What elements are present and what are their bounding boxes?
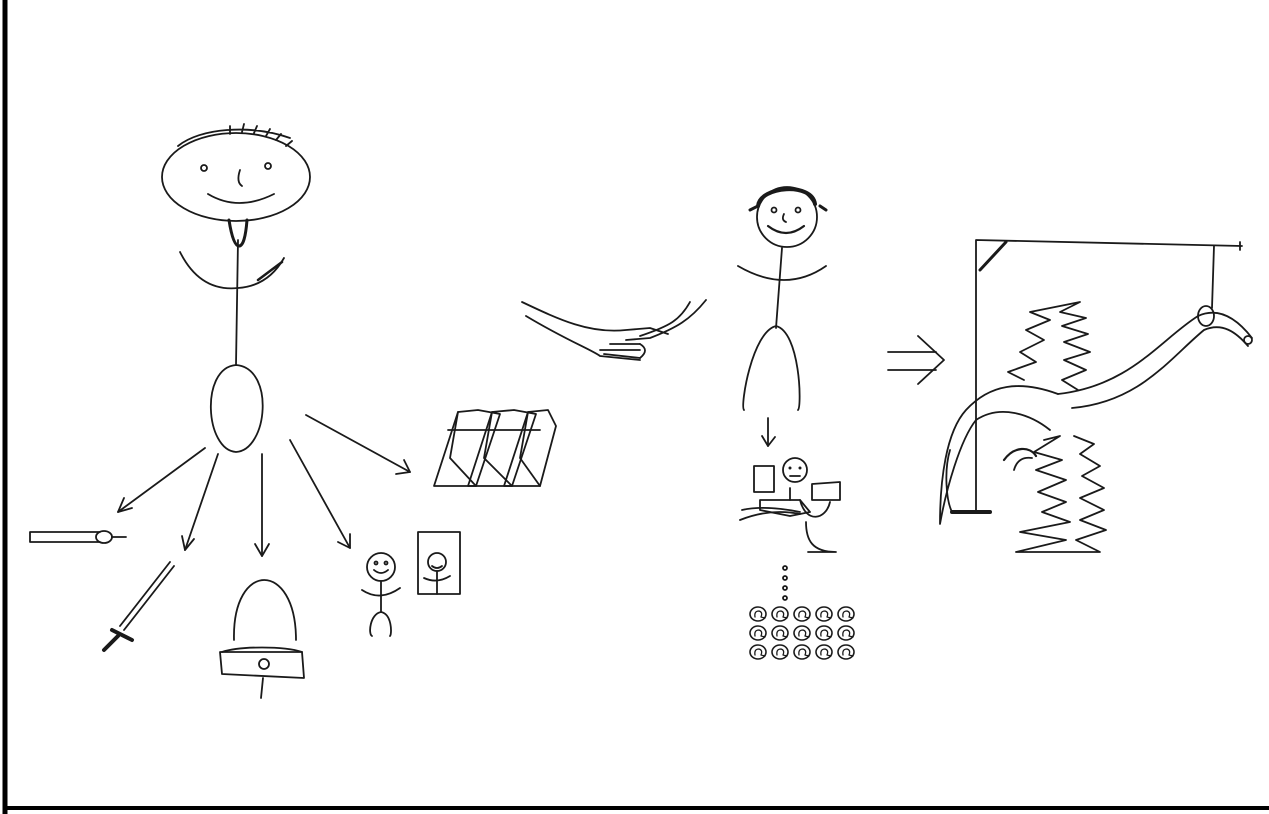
snail-spiral bbox=[777, 611, 787, 618]
snail-shell bbox=[816, 607, 832, 621]
snail-spiral bbox=[821, 611, 831, 618]
sword-icon bbox=[104, 562, 174, 650]
snail-spiral bbox=[755, 649, 765, 656]
snail-shell bbox=[772, 645, 788, 659]
big-man-belly bbox=[211, 365, 263, 452]
snail-spiral bbox=[799, 630, 809, 637]
handshake-icon bbox=[522, 300, 706, 360]
candle-icon bbox=[30, 531, 126, 543]
dots-trail bbox=[783, 566, 787, 600]
big-man-figure bbox=[118, 124, 410, 556]
snail-shell bbox=[794, 607, 810, 621]
snail-shell bbox=[750, 607, 766, 621]
snail-spiral bbox=[821, 630, 831, 637]
snail-shell bbox=[750, 626, 766, 640]
dinosaur-legs bbox=[1016, 436, 1106, 552]
snail-spiral bbox=[777, 630, 787, 637]
snail-shell bbox=[816, 645, 832, 659]
snail-spiral bbox=[843, 611, 853, 618]
snail-spiral bbox=[777, 649, 787, 656]
snails-grid bbox=[750, 607, 854, 659]
small-person-icon bbox=[362, 553, 400, 636]
snail-spiral bbox=[843, 649, 853, 656]
big-man-hair bbox=[178, 124, 292, 146]
snail-shell bbox=[750, 645, 766, 659]
snail-shell bbox=[794, 626, 810, 640]
snail-spiral bbox=[755, 630, 765, 637]
snail-shell bbox=[816, 626, 832, 640]
possession-arrows bbox=[118, 415, 410, 556]
crown-icon bbox=[220, 580, 304, 698]
small-man-figure bbox=[738, 187, 826, 446]
snail-shell bbox=[838, 645, 854, 659]
dinosaur-back bbox=[940, 386, 1058, 524]
double-arrow-icon bbox=[888, 336, 944, 384]
snail-shell bbox=[772, 626, 788, 640]
noose bbox=[1198, 306, 1214, 326]
gold-bars-icon bbox=[434, 410, 556, 486]
snail-spiral bbox=[799, 649, 809, 656]
snail-shell bbox=[838, 626, 854, 640]
snail-shell bbox=[838, 607, 854, 621]
snail-shell bbox=[772, 607, 788, 621]
portrait-icon bbox=[418, 532, 460, 594]
big-man-head bbox=[162, 133, 310, 221]
noose-rope bbox=[1212, 246, 1214, 308]
big-man-mouth bbox=[208, 194, 274, 203]
snail-spiral bbox=[755, 611, 765, 618]
snail-shell bbox=[794, 645, 810, 659]
snail-spiral bbox=[843, 630, 853, 637]
toilet-scene-icon bbox=[740, 458, 840, 552]
big-man-arms bbox=[180, 252, 284, 288]
snail-spiral bbox=[821, 649, 831, 656]
dinosaur-spikes bbox=[1008, 302, 1090, 390]
big-man-body bbox=[236, 240, 238, 365]
snail-spiral bbox=[799, 611, 809, 618]
hanged-dinosaur-scene bbox=[940, 240, 1252, 552]
